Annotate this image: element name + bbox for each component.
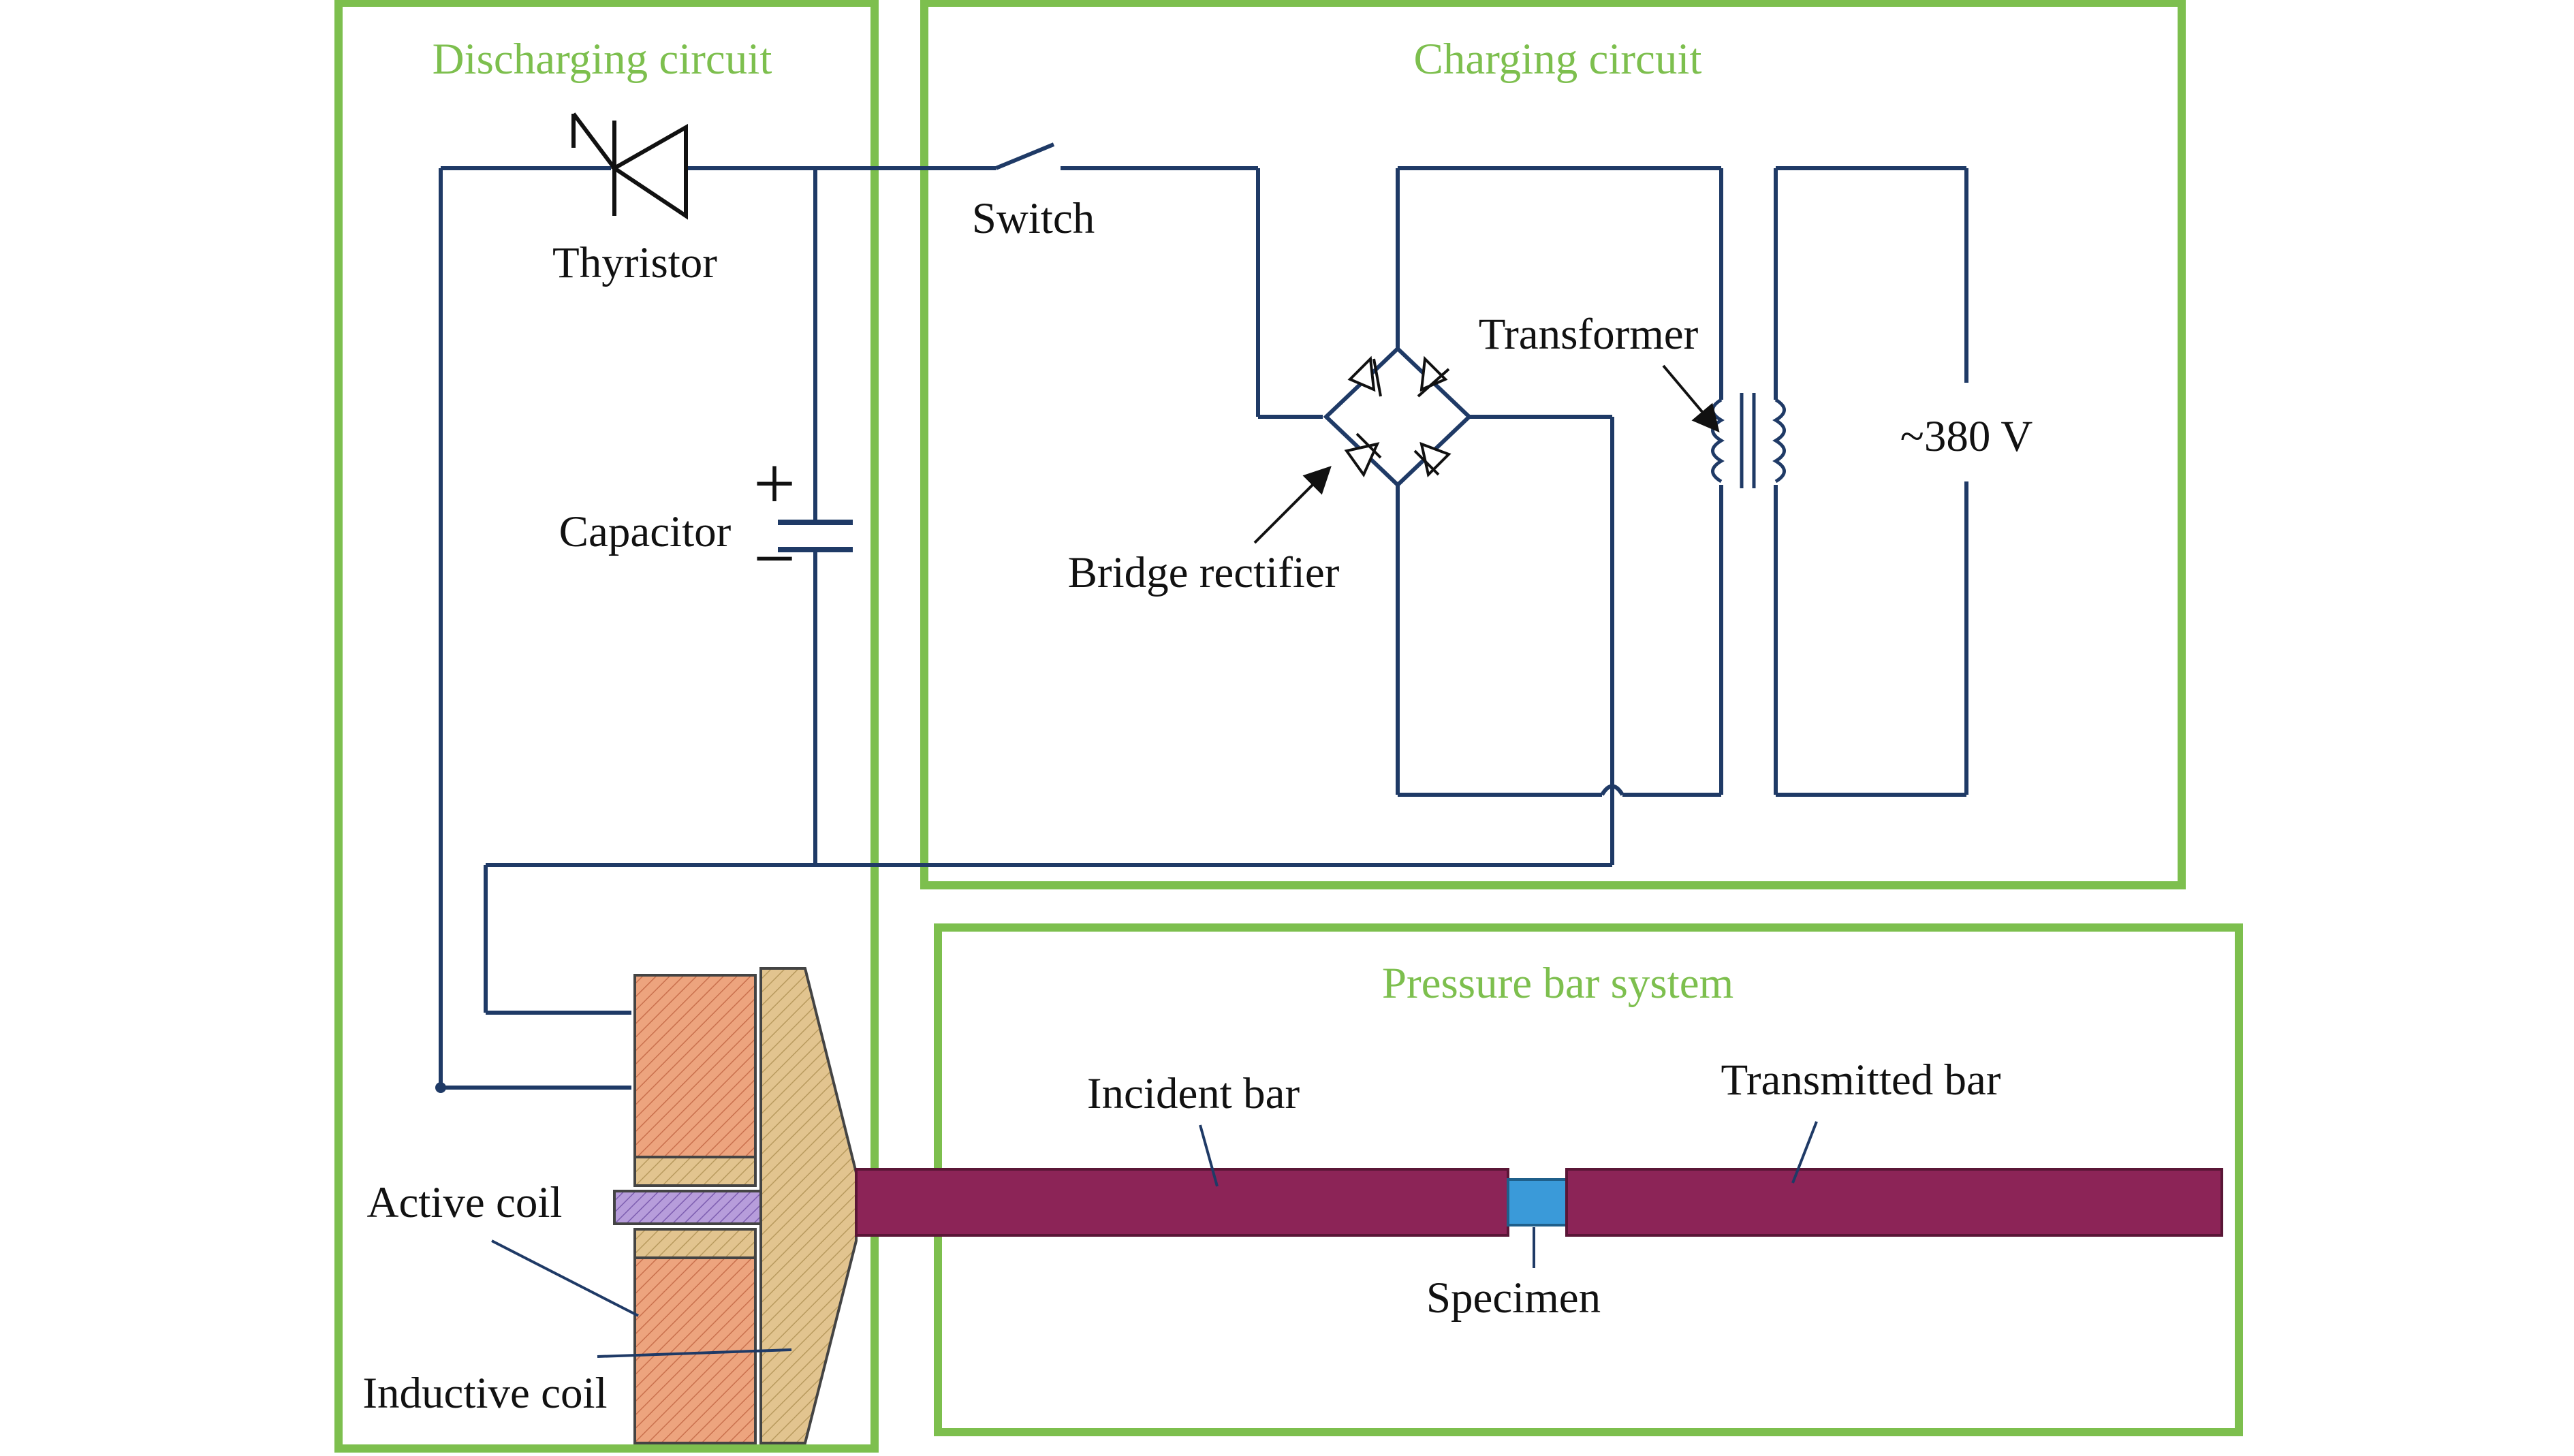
- incident-bar-label: Incident bar: [1087, 1069, 1300, 1118]
- thyristor-label: Thyristor: [552, 238, 717, 287]
- active-coil-leader: [491, 1239, 639, 1317]
- capacitor-plus-sign: +: [753, 442, 796, 525]
- transmitted-bar: [1565, 1168, 2223, 1237]
- transmitted-bar-leader: [1791, 1121, 1818, 1184]
- capacitor-minus-sign: −: [753, 517, 796, 600]
- discharging-wires: [439, 166, 1612, 1090]
- transmitted-bar-label: Transmitted bar: [1721, 1056, 2000, 1105]
- specimen-label: Specimen: [1426, 1273, 1601, 1323]
- transformer-label: Transformer: [1479, 310, 1699, 359]
- bridge-rectifier-symbol: [1323, 168, 1612, 795]
- specimen: [1507, 1178, 1568, 1226]
- incident-bar: [855, 1168, 1509, 1237]
- transformer-symbol: [1711, 393, 1786, 488]
- inductive-coil-leader: [597, 1348, 792, 1358]
- coil-assembly: [613, 967, 858, 1444]
- insulator-ring: [613, 1190, 777, 1225]
- voltage-label: ~380 V: [1900, 412, 2033, 461]
- thyristor-symbol: [571, 112, 688, 220]
- active-coil-upper: [633, 974, 757, 1158]
- inductive-coil-label: Inductive coil: [362, 1369, 607, 1418]
- active-coil-label: Active coil: [367, 1178, 563, 1227]
- discharging-circuit-title: Discharging circuit: [433, 35, 772, 84]
- charging-circuit-title: Charging circuit: [1413, 35, 1701, 84]
- coil-spacer-lower: [633, 1228, 757, 1259]
- discharging-circuit-box: [334, 0, 879, 1453]
- coil-spacer-upper: [633, 1156, 757, 1187]
- pressure-bar-system-title: Pressure bar system: [1382, 959, 1733, 1008]
- charging-wires: [1398, 166, 1968, 865]
- inductive-coil-disc: [759, 967, 858, 1444]
- junction-dot: [435, 1082, 446, 1093]
- bridge-rectifier-arrow: [1253, 466, 1332, 544]
- capacitor-label: Capacitor: [559, 507, 732, 556]
- bridge-rectifier-label: Bridge rectifier: [1068, 548, 1340, 597]
- incident-bar-leader: [1199, 1124, 1219, 1187]
- charging-circuit-box: [920, 0, 2186, 889]
- transformer-arrow: [1662, 364, 1720, 433]
- switch-symbol: [994, 142, 1323, 419]
- switch-label: Switch: [972, 194, 1095, 243]
- capacitor-symbol: [778, 520, 853, 552]
